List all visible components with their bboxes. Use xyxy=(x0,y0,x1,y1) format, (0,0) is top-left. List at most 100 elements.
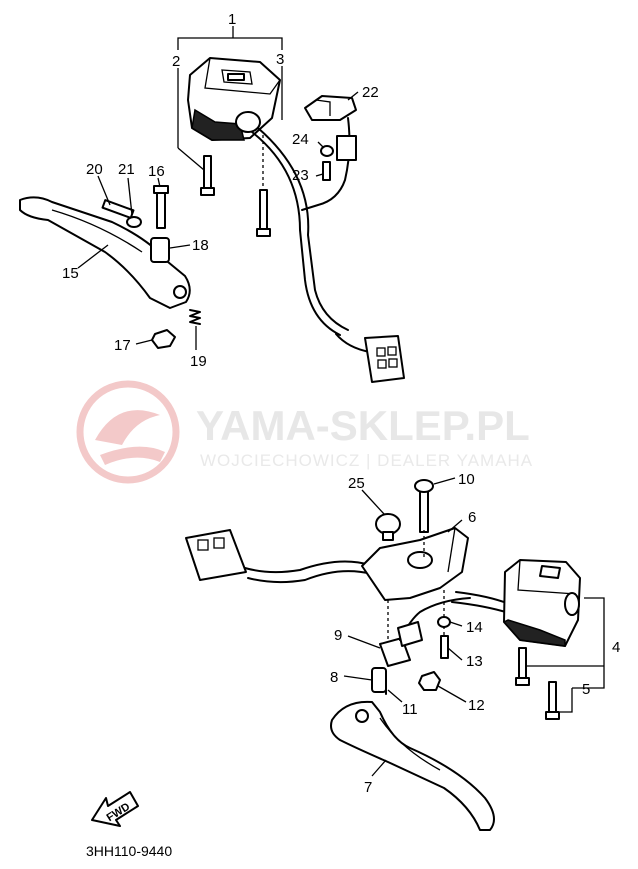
callout-7: 7 xyxy=(364,779,372,796)
leader-15 xyxy=(77,244,109,269)
callout-13: 13 xyxy=(466,653,483,670)
callout-24: 24 xyxy=(292,131,309,148)
callout-10: 10 xyxy=(458,471,475,488)
bolt-part-10 xyxy=(419,487,429,533)
left-switch-lower-half xyxy=(191,108,245,141)
lever-pivot-hole xyxy=(173,285,187,299)
screw-part-23 xyxy=(322,161,331,181)
watermark-logo-swoosh xyxy=(95,410,160,445)
bolt-10-head xyxy=(414,479,434,493)
upper-connector-pin-3 xyxy=(377,359,387,369)
leader-12 xyxy=(437,685,467,703)
callout-21: 21 xyxy=(118,161,135,178)
callout-8: 8 xyxy=(330,669,338,686)
upper-connector-block xyxy=(364,335,405,383)
screw-part-5a xyxy=(518,647,527,681)
leader-14 xyxy=(449,621,463,627)
callout-12: 12 xyxy=(468,697,485,714)
callout-6: 6 xyxy=(468,509,476,526)
watermark-brand: YAMA-SKLEP.PL xyxy=(196,402,530,449)
screw-5b-head xyxy=(545,711,560,720)
callout-25: 25 xyxy=(348,475,365,492)
right-switch-top xyxy=(517,559,577,595)
leader-2b xyxy=(177,147,205,171)
leader-23 xyxy=(315,173,324,177)
lower-wire-harness xyxy=(244,560,371,574)
leader-24 xyxy=(317,141,325,149)
leader-8 xyxy=(343,675,373,681)
upper-connector-pin-2 xyxy=(387,346,397,356)
screw-part-5b xyxy=(548,681,557,715)
forward-arrow-icon xyxy=(91,791,139,827)
bolt-part-16 xyxy=(156,189,166,229)
washer-part-14 xyxy=(437,616,451,628)
upper-wire-harness-2 xyxy=(257,127,349,331)
callout-15: 15 xyxy=(62,265,79,282)
callout-23: 23 xyxy=(292,167,309,184)
leader-21 xyxy=(127,177,133,216)
lower-assembly xyxy=(185,479,605,831)
bracket-part-5 xyxy=(560,688,573,713)
callout-17: 17 xyxy=(114,337,131,354)
nut-part-21 xyxy=(126,216,142,228)
clutch-lever-assembly xyxy=(19,185,201,349)
callout-9: 9 xyxy=(334,627,342,644)
master-cylinder-clamp xyxy=(447,527,456,573)
screw-head-2 xyxy=(200,187,215,196)
bolt-part-20 xyxy=(101,199,135,219)
leader-18 xyxy=(169,244,191,249)
screw-part-3 xyxy=(259,189,268,231)
right-switch-wire-2 xyxy=(451,601,513,615)
diagram-code: 3HH110-9440 xyxy=(86,843,172,859)
collar-part-18 xyxy=(150,237,170,263)
upper-wire-harness xyxy=(251,131,341,336)
bar-clamp-hole xyxy=(235,111,261,133)
right-switch-button xyxy=(539,565,561,579)
forward-direction-indicator: FWD xyxy=(91,791,139,827)
right-switch-bar-hole xyxy=(564,592,580,616)
left-switch-top-face xyxy=(204,57,281,95)
clutch-lever-edge xyxy=(51,209,143,253)
leader-7 xyxy=(371,759,387,777)
callout-16: 16 xyxy=(148,163,165,180)
callout-1: 1 xyxy=(228,11,236,28)
watermark-logo-wing xyxy=(100,446,165,465)
callout-20: 20 xyxy=(86,161,103,178)
leader-10 xyxy=(433,477,456,485)
watermark-logo-icon xyxy=(76,380,180,484)
callout-numbers: 1 2 3 4 5 6 7 8 9 10 11 12 13 14 15 16 1… xyxy=(62,11,620,796)
clutch-switch-detail xyxy=(315,99,331,116)
washer-part-24 xyxy=(320,145,334,157)
leader-22 xyxy=(347,91,359,101)
right-switch-lower-half xyxy=(502,619,566,647)
callout-3: 3 xyxy=(276,51,284,68)
nut-part-12 xyxy=(418,671,441,691)
leader-6 xyxy=(447,519,463,533)
screw-part-13 xyxy=(440,635,449,659)
leader-16 xyxy=(157,177,161,188)
leader-9 xyxy=(347,635,381,649)
brake-lever-part-7 xyxy=(330,700,495,831)
upper-connector-pin-1 xyxy=(376,347,386,357)
leader-20 xyxy=(97,175,111,206)
screw-part-2 xyxy=(203,155,212,191)
bolt-16-head xyxy=(153,185,169,194)
master-cylinder-bore xyxy=(407,551,433,569)
lower-connector-block xyxy=(185,529,247,581)
brake-lever-pivot xyxy=(355,709,369,723)
callout-5: 5 xyxy=(582,681,590,698)
callout-22: 22 xyxy=(362,84,379,101)
upper-switch-assembly xyxy=(177,37,405,383)
cap-25-stem xyxy=(382,531,394,541)
watermark: YAMA-SKLEP.PL WOJCIECHOWICZ | DEALER YAM… xyxy=(76,380,532,484)
lower-connector-pin-1 xyxy=(197,539,209,551)
nut-part-17 xyxy=(151,329,176,349)
clutch-lever-part-15 xyxy=(19,196,191,309)
bracket-part-4 xyxy=(572,597,605,689)
screw-5a-head xyxy=(515,677,530,686)
leader-lines xyxy=(97,26,467,777)
upper-connector-pin-4 xyxy=(388,358,398,368)
callout-18: 18 xyxy=(192,237,209,254)
callout-14: 14 xyxy=(466,619,483,636)
